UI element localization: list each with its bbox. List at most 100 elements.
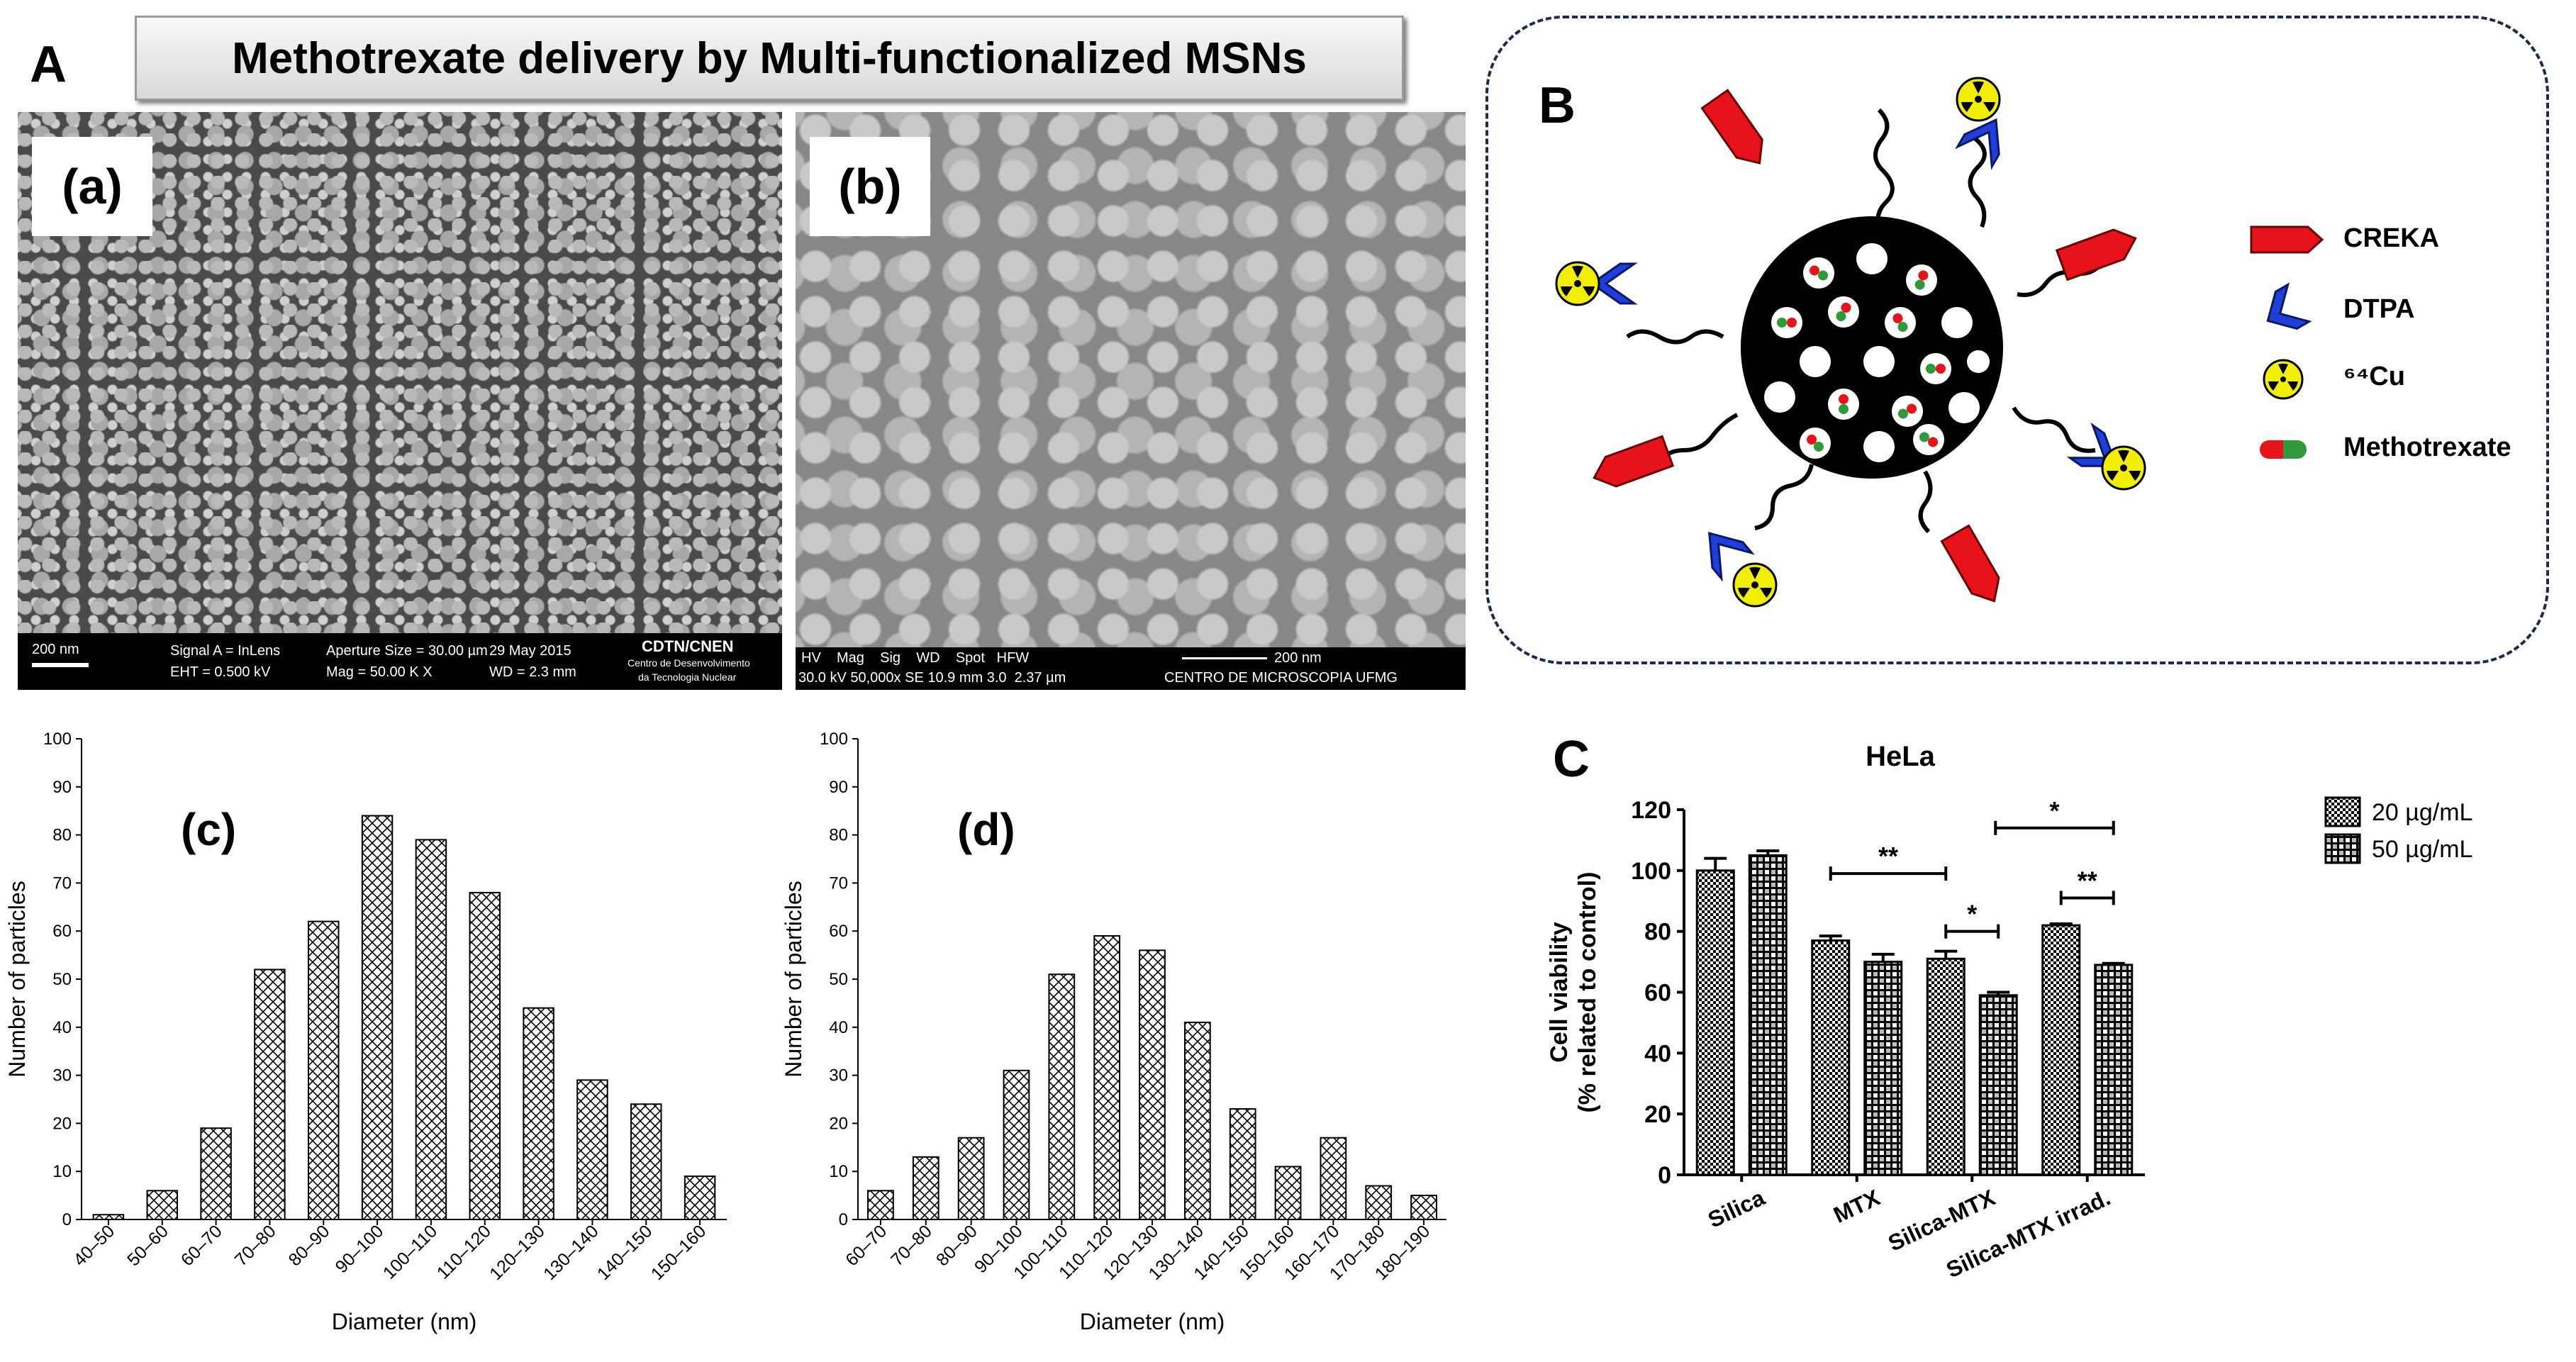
- histogram-bar: [867, 1190, 894, 1221]
- viability-bar: [1811, 939, 1851, 1176]
- creka-arrow-icon: [2055, 228, 2137, 281]
- x-axis-label: Diameter (nm): [1080, 1309, 1225, 1334]
- y-tick-label: 10: [52, 1162, 72, 1181]
- y-tick-label: 100: [1631, 858, 1671, 885]
- creka-arrow-icon: [1593, 435, 1675, 488]
- viability-bar: [1863, 961, 1903, 1176]
- x-tick-label: 60–70: [177, 1221, 226, 1270]
- histogram-bar: [1093, 934, 1121, 1220]
- y-axis-label: Number of particles: [781, 881, 806, 1077]
- x-tick-label: 40–50: [69, 1221, 118, 1270]
- y-tick-label: 30: [829, 1066, 848, 1085]
- sem-label-b: (b): [810, 137, 930, 236]
- subpanel-label: (c): [181, 804, 236, 855]
- y-tick-label: 60: [829, 922, 848, 941]
- subpanel-label: (d): [957, 804, 1015, 855]
- x-tick-label: 150–160: [647, 1221, 710, 1284]
- x-tick-label: 120–130: [486, 1221, 549, 1284]
- viability-bar: [1695, 869, 1735, 1176]
- chart-title: HeLa: [1866, 741, 1936, 772]
- sem-info: WD = 2.3 mm: [489, 664, 576, 680]
- y-axis-label: Number of particles: [4, 881, 30, 1077]
- y-tick-label: 50: [829, 970, 848, 989]
- y-tick-label: 100: [43, 730, 72, 749]
- x-tick-label: Silica: [1704, 1185, 1768, 1233]
- y-tick-label: 70: [52, 873, 72, 893]
- histogram-bar: [92, 1214, 125, 1220]
- radiation-icon: [1555, 261, 1600, 306]
- msn-scheme: [1555, 77, 2324, 608]
- panel-label-b: B: [1539, 77, 1576, 134]
- y-axis-label: Cell viability: [1546, 922, 1573, 1062]
- sem-image-a: (a) 200 nm Signal A = InLens EHT = 0.500…: [18, 112, 782, 690]
- scheme-legend-icons: [2250, 225, 2324, 459]
- radiation-icon: [2263, 359, 2304, 400]
- histogram-bar: [957, 1137, 985, 1220]
- linker: [1873, 108, 1895, 235]
- significance-label: *: [2049, 796, 2059, 825]
- x-tick-label: 130–140: [540, 1221, 603, 1284]
- histogram-bar: [1183, 1022, 1211, 1220]
- histogram-bar: [912, 1156, 939, 1220]
- histogram-bar: [1410, 1195, 1437, 1220]
- linker: [1968, 136, 1987, 228]
- y-tick-label: 100: [820, 730, 848, 749]
- scale-bar: [32, 663, 89, 667]
- sem-info: EHT = 0.500 kV: [170, 664, 271, 680]
- y-tick-label: 90: [52, 778, 72, 797]
- sem-info: 30.0 kV 50,000x SE 10.9 mm 3.0 2.37 µm: [798, 670, 1066, 686]
- legend-swatch: [2324, 833, 2361, 864]
- y-tick-label: 0: [62, 1210, 72, 1229]
- linker: [1754, 464, 1814, 530]
- figure-title: Methotrexate delivery by Multi-functiona…: [135, 16, 1404, 101]
- dtpa-chevron-icon: [1955, 118, 2000, 170]
- histogram-bar: [1048, 973, 1076, 1220]
- y-tick-label: 40: [52, 1018, 72, 1037]
- histogram-bar: [684, 1175, 716, 1220]
- sem-org: Centro de Desenvolvimento: [628, 657, 750, 669]
- histogram-bar: [361, 815, 394, 1221]
- histogram-bar: [1139, 949, 1166, 1220]
- dtpa-chevron-icon: [1708, 532, 1755, 582]
- sem-info-bar-a: 200 nm Signal A = InLens EHT = 0.500 kV …: [18, 633, 782, 690]
- histogram-bar: [630, 1103, 662, 1221]
- y-tick-label: 50: [52, 970, 72, 989]
- sem-info: HV Mag Sig WD Spot HFW: [801, 650, 1030, 666]
- y-tick-label: 20: [52, 1114, 72, 1133]
- sem-info: Aperture Size = 30.00 µm: [326, 643, 488, 659]
- x-tick-label: 100–110: [379, 1221, 441, 1283]
- scheme-frame: [1485, 16, 2549, 664]
- creka-arrow-icon: [1700, 89, 1763, 164]
- sem-org: da Tecnologia Nuclear: [638, 671, 737, 683]
- y-tick-label: 120: [1631, 797, 1671, 824]
- x-axis-label: Diameter (nm): [332, 1309, 476, 1334]
- histogram-bar: [254, 969, 286, 1220]
- histogram-bar: [1229, 1108, 1256, 1220]
- scale-bar: [1182, 657, 1267, 659]
- y-tick-label: 90: [829, 778, 848, 797]
- dtpa-chevron-icon: [1590, 262, 1638, 305]
- legend-label: 20 µg/mL: [2372, 799, 2472, 826]
- creka-arrows: [1593, 89, 2137, 603]
- y-tick-label: 20: [1644, 1101, 1671, 1128]
- histogram-bar: [1320, 1137, 1347, 1220]
- sem-info: Mag = 50.00 K X: [326, 664, 433, 680]
- y-tick-label: 70: [829, 873, 848, 893]
- x-tick-label: MTX: [1829, 1184, 1884, 1227]
- sem-label-a: (a): [32, 137, 152, 236]
- histogram-d-plot: 010203040506070809010060–7070–8080–9090–…: [781, 730, 1446, 1334]
- y-tick-label: 40: [1644, 1040, 1671, 1067]
- radiation-symbols: [1555, 77, 2146, 608]
- radiation-icon: [2101, 445, 2146, 491]
- capsule-icon: [2260, 440, 2307, 459]
- sem-image-b: (b) HV Mag Sig WD Spot HFW 30.0 kV 50,00…: [796, 112, 1466, 690]
- histogram-bar: [469, 891, 501, 1220]
- y-axis-label: (% related to control): [1574, 871, 1601, 1112]
- y-tick-label: 80: [52, 826, 72, 845]
- y-tick-label: 60: [1644, 980, 1671, 1007]
- histogram-bar: [415, 839, 447, 1220]
